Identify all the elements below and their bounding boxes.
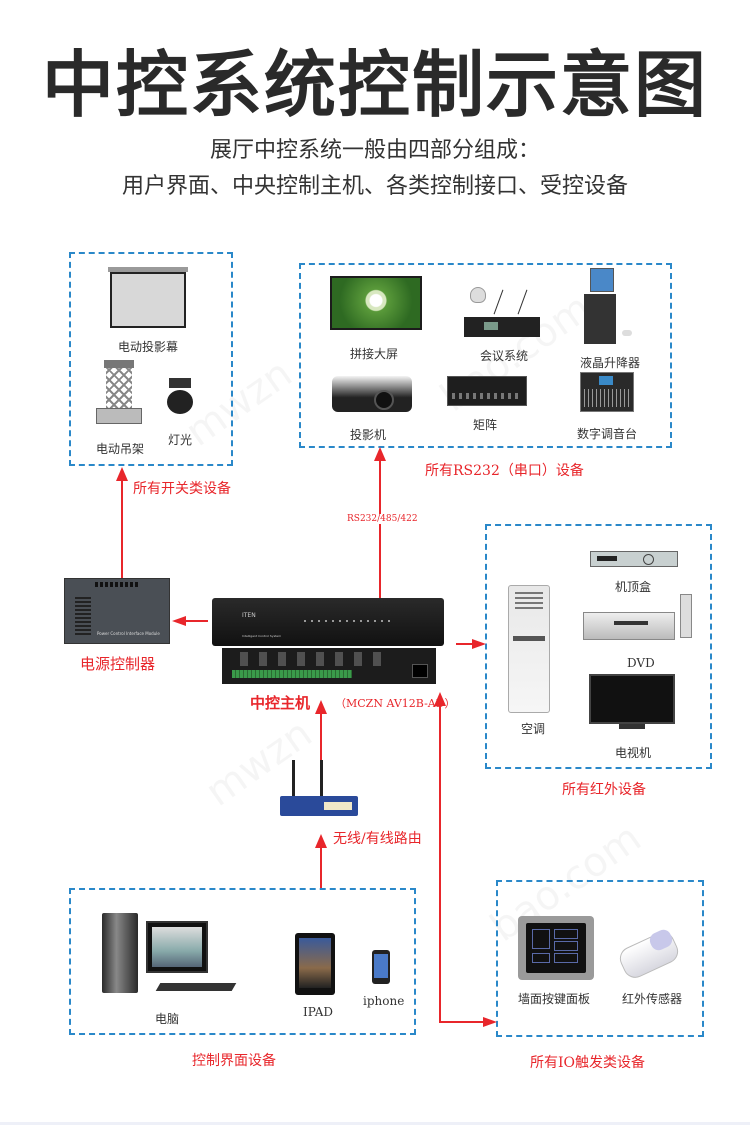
dvd-player-image xyxy=(583,612,675,640)
ir-group-caption: 所有红外设备 xyxy=(562,782,646,798)
io-group-caption: 所有IO触发类设备 xyxy=(530,1055,646,1071)
bottom-divider xyxy=(0,1122,750,1125)
link-power-to-switch xyxy=(121,480,123,578)
lcd-lift-image xyxy=(582,268,638,346)
switch-item-label: 电动吊架 xyxy=(96,442,145,456)
conference-system-image xyxy=(462,287,542,339)
set-top-box-image xyxy=(590,551,678,567)
central-host-rear-image xyxy=(222,648,436,684)
link-host-to-io-horizontal xyxy=(439,1021,485,1023)
ui-group-caption: 控制界面设备 xyxy=(192,1053,276,1069)
link-host-to-rs232 xyxy=(379,460,381,598)
io-item-label: 红外传感器 xyxy=(622,992,683,1006)
arrow-right-icon xyxy=(483,1017,497,1027)
iphone-image xyxy=(372,950,390,984)
remote-control-image xyxy=(680,594,692,638)
ui-item-label: iphone xyxy=(363,994,405,1008)
video-wall-image xyxy=(330,276,422,330)
rs232-group-caption: 所有RS232（串口）设备 xyxy=(425,463,584,479)
ir-item-label: 空调 xyxy=(521,722,546,736)
ui-item-label: 电脑 xyxy=(155,1012,180,1026)
stage-light-image xyxy=(165,378,195,416)
rs232-item-label: 拼接大屏 xyxy=(350,347,399,361)
link-host-to-power xyxy=(184,620,208,622)
io-item-label: 墙面按键面板 xyxy=(518,992,591,1006)
central-host-model: （MCZN AV12B-AD） xyxy=(335,697,456,710)
rs-protocol-label: RS232/485/422 xyxy=(347,514,418,524)
ir-item-label: 电视机 xyxy=(615,746,652,760)
arrow-right-icon xyxy=(472,639,486,649)
ui-item-label: IPAD xyxy=(303,1005,333,1019)
arrow-up-icon xyxy=(116,467,128,481)
power-controller-image: Power Control Interface Module xyxy=(64,578,170,644)
ui-devices-group xyxy=(69,888,416,1035)
central-panel-text: Intelligent Control System xyxy=(242,634,282,638)
air-conditioner-image xyxy=(508,585,550,713)
router-label: 无线/有线路由 xyxy=(333,831,422,847)
central-brand-text: ITEN xyxy=(242,612,256,619)
matrix-switcher-image xyxy=(447,376,527,406)
arrow-left-icon xyxy=(172,616,186,626)
rs232-item-label: 矩阵 xyxy=(473,418,498,432)
io-devices-group xyxy=(496,880,704,1037)
subtitle-line-1: 展厅中控系统一般由四部分组成： xyxy=(209,138,540,163)
subtitle-line-2: 用户界面、中央控制主机、各类控制接口、受控设备 xyxy=(121,174,628,199)
link-ui-to-router xyxy=(320,846,322,888)
projector-image xyxy=(332,376,412,416)
switch-item-label: 灯光 xyxy=(168,433,193,447)
arrow-up-icon xyxy=(315,700,327,714)
projector-lift-image xyxy=(96,360,142,426)
rs232-item-label: 液晶升降器 xyxy=(580,356,641,370)
switch-devices-group xyxy=(69,252,233,466)
ir-devices-group xyxy=(485,524,712,769)
central-host-front-image: ITEN Intelligent Control System xyxy=(212,598,444,646)
rs232-item-label: 会议系统 xyxy=(480,349,529,363)
power-controller-label: 电源控制器 xyxy=(80,655,156,673)
link-router-to-host xyxy=(320,712,322,760)
computer-image xyxy=(102,913,242,1003)
rs232-item-label: 数字调音台 xyxy=(577,427,638,441)
tv-image xyxy=(589,674,675,730)
arrow-up-icon xyxy=(434,692,446,706)
digital-mixer-image xyxy=(580,372,634,412)
router-image xyxy=(280,760,360,820)
central-host-label: 中控主机 xyxy=(250,694,311,712)
ir-sensor-image xyxy=(615,925,683,982)
wall-keypad-image xyxy=(518,916,594,980)
arrow-up-icon xyxy=(374,447,386,461)
motorized-screen-image xyxy=(108,267,188,331)
link-host-to-ir xyxy=(456,643,476,645)
rs232-item-label: 投影机 xyxy=(350,428,387,442)
rs232-devices-group xyxy=(299,263,672,448)
ipad-image xyxy=(295,933,335,995)
link-host-to-io xyxy=(439,704,441,1023)
arrow-up-icon xyxy=(315,834,327,848)
switch-item-label: 电动投影幕 xyxy=(118,340,179,354)
page-title: 中控系统控制示意图 xyxy=(41,43,708,127)
ir-item-label: 机顶盒 xyxy=(615,580,652,594)
switch-group-caption: 所有开关类设备 xyxy=(133,481,231,497)
ir-item-label: DVD xyxy=(627,656,655,670)
power-panel-text: Power Control Interface Module xyxy=(97,631,160,636)
